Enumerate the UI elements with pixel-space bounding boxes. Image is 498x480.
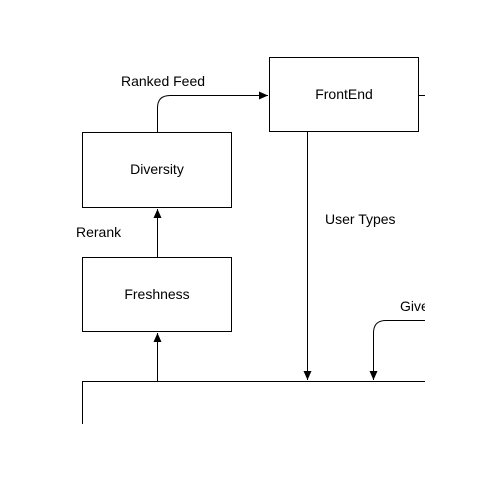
ranked-feed-label: Ranked Feed [121, 73, 205, 89]
give-label: Give [400, 298, 429, 314]
freshness-label: Freshness [124, 286, 189, 302]
diversity-node[interactable]: Diversity [82, 132, 232, 208]
give-arrow[interactable] [369, 320, 426, 381]
bottom-container-outline [82, 381, 425, 424]
freshness-node[interactable]: Freshness [82, 257, 232, 332]
frontend-label: FrontEnd [315, 86, 373, 102]
rerank-label: Rerank [76, 224, 122, 240]
frontend-node[interactable]: FrontEnd [269, 57, 419, 132]
ranked-feed-arrow[interactable] [157, 91, 269, 133]
user-types-label: User Types [325, 211, 396, 227]
crop-mask [425, 0, 498, 480]
diversity-label: Diversity [130, 161, 184, 177]
